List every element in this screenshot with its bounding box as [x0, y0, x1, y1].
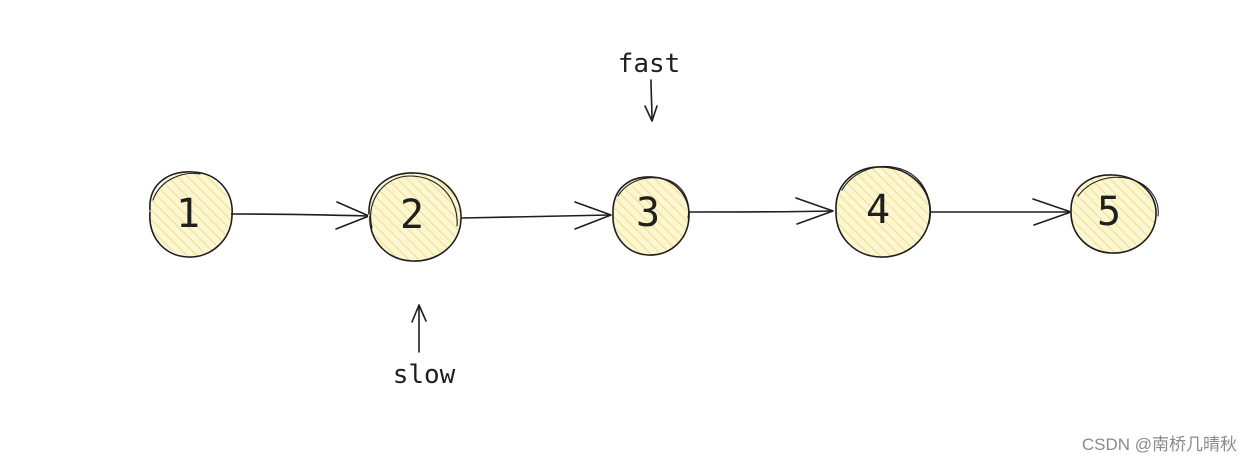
node-2-label: 2 [400, 192, 424, 238]
slow-label: slow [393, 360, 456, 390]
node-2: 2 [368, 172, 462, 262]
csdn-watermark: CSDN @南桥几晴秋 [1081, 435, 1237, 454]
edge-3-4 [688, 197, 834, 225]
edge-2-3 [461, 201, 612, 230]
node-5-label: 5 [1097, 189, 1121, 235]
node-3: 3 [612, 176, 690, 256]
fast-pointer: fast [618, 49, 681, 122]
node-4: 4 [835, 165, 931, 258]
edge-1-2 [230, 201, 370, 230]
node-3-label: 3 [636, 190, 660, 236]
slow-pointer: slow [393, 304, 456, 390]
node-4-label: 4 [866, 187, 890, 233]
node-1-label: 1 [176, 191, 200, 237]
edge-4-5 [930, 198, 1072, 226]
fast-label: fast [618, 49, 681, 79]
node-5: 5 [1070, 174, 1159, 254]
node-1: 1 [149, 171, 233, 258]
